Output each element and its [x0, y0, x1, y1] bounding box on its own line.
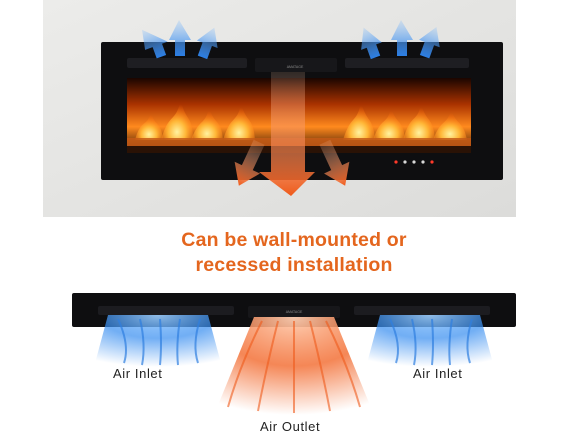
outlet-arrows — [234, 72, 350, 196]
air-inlet-right-label: Air Inlet — [413, 366, 463, 381]
recessed-airflow-illustration: AMATAGE — [72, 293, 516, 415]
brand-label: AMATAGE — [287, 65, 304, 69]
power-icon — [394, 160, 398, 164]
wall-mounted-illustration: AMATAGE — [43, 0, 516, 217]
inlet-left-airflow — [94, 315, 222, 367]
intake-arrows-right — [361, 20, 440, 60]
headline-line-2: recessed installation — [195, 254, 393, 276]
intake-arrows-left — [142, 20, 218, 60]
timer-icon — [421, 160, 425, 164]
thermostat-icon — [430, 160, 434, 164]
headline-line-1: Can be wall-mounted or — [181, 229, 407, 251]
heat-icon — [412, 160, 416, 164]
outlet-airflow — [214, 317, 374, 415]
control-panel — [394, 160, 434, 164]
vent-left — [127, 58, 247, 68]
vent-center — [255, 58, 337, 72]
wall-mounted-photo: AMATAGE — [43, 0, 516, 217]
headline: Can be wall-mounted or recessed installa… — [0, 228, 588, 278]
vent-left-bar — [98, 306, 234, 315]
air-outlet-label: Air Outlet — [260, 419, 321, 434]
brand-label-bottom: AMATAGE — [286, 310, 303, 314]
flame-group — [135, 100, 467, 140]
vent-right-bar — [354, 306, 490, 315]
vent-center-bar — [248, 306, 340, 318]
vent-right — [345, 58, 469, 68]
recessed-airflow-diagram: AMATAGE — [0, 285, 588, 441]
flame-icon — [403, 160, 407, 164]
inlet-right-airflow — [366, 315, 494, 367]
air-inlet-left-label: Air Inlet — [113, 366, 163, 381]
